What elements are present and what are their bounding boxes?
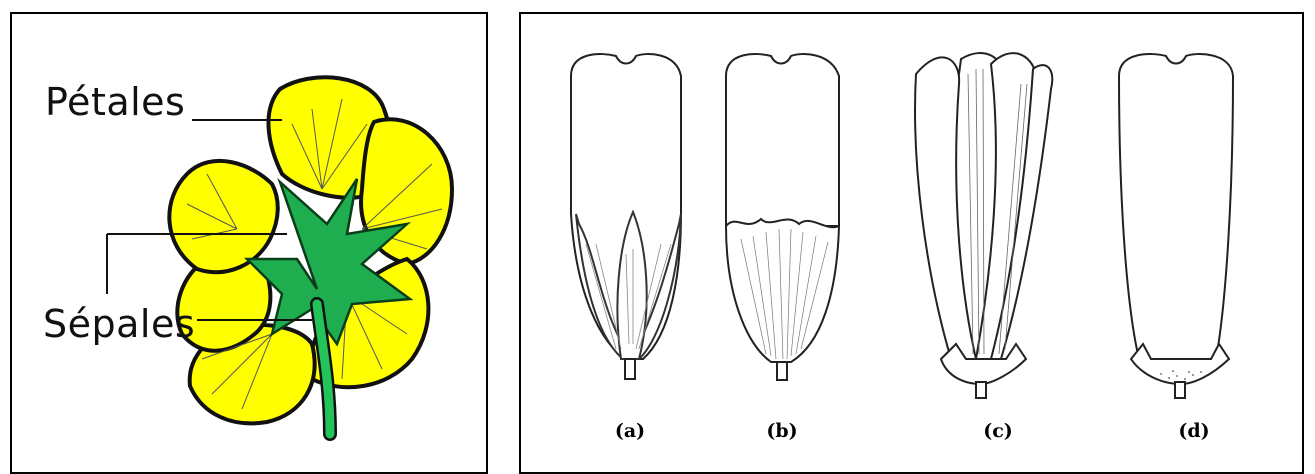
- sepals-label: Sépales: [43, 302, 195, 346]
- caption-c: (c): [983, 420, 1013, 442]
- caption-a: (a): [615, 420, 645, 442]
- figure-a-drawing: [571, 54, 681, 379]
- figure-d-drawing: [1119, 54, 1233, 398]
- caption-b: (b): [766, 420, 797, 442]
- petals-label: Pétales: [45, 80, 185, 124]
- corolla-drawings: [521, 14, 1306, 466]
- flower-labeled-panel: Pétales Sépales: [10, 12, 488, 474]
- corolla-figures-panel: (a) (b) (c) (d): [519, 12, 1304, 474]
- figure-b-drawing: [726, 54, 839, 380]
- caption-d: (d): [1178, 420, 1209, 442]
